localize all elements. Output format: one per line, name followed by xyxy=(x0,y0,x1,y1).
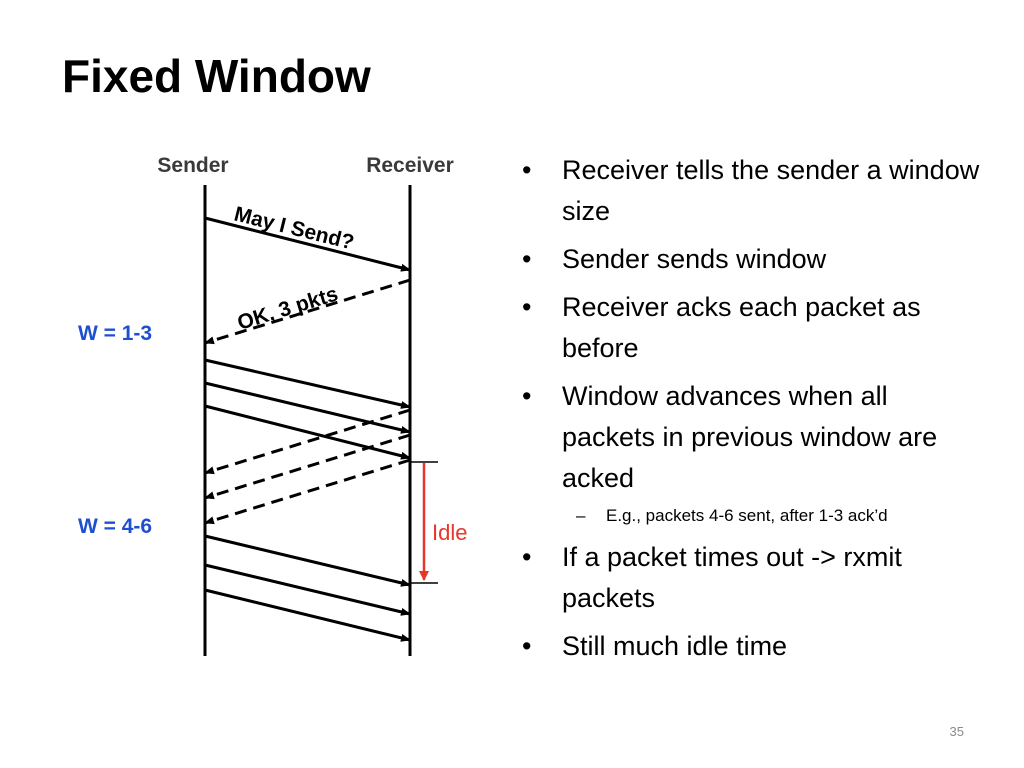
bullet-item: Receiver acks each packet as before xyxy=(520,287,980,369)
ack-1-arrow xyxy=(204,408,411,475)
bullet-item: Receiver tells the sender a window size xyxy=(520,150,980,232)
window-1-label: W = 1-3 xyxy=(78,322,152,345)
sender-label: Sender xyxy=(157,154,228,177)
slide-title: Fixed Window xyxy=(62,50,371,102)
receiver-label: Receiver xyxy=(366,154,454,177)
bullet-item: Sender sends window xyxy=(520,239,980,280)
page-number: 35 xyxy=(949,724,964,739)
grant-label: OK, 3 pkts xyxy=(235,282,341,334)
sub-bullet-item: E.g., packets 4-6 sent, after 1-3 ack’d xyxy=(520,504,980,528)
ack-3-arrow xyxy=(204,458,411,525)
window-2-label: W = 4-6 xyxy=(78,515,152,538)
packet-4-arrow xyxy=(204,534,411,587)
request-label: May I Send? xyxy=(232,203,356,255)
request-arrow xyxy=(204,216,411,272)
idle-label: Idle xyxy=(432,520,467,545)
bullet-item: Still much idle time xyxy=(520,626,980,667)
ack-2-arrow xyxy=(204,433,411,500)
sequence-diagram: Sender Receiver May I Send? OK, 3 pkts W… xyxy=(78,154,467,656)
grant-arrow xyxy=(204,278,411,345)
bullet-item: Window advances when all packets in prev… xyxy=(520,376,980,499)
packet-6-arrow xyxy=(204,588,411,642)
bullet-item: If a packet times out -> rxmit packets xyxy=(520,537,980,619)
packet-2-arrow xyxy=(204,381,411,434)
packet-5-arrow xyxy=(204,563,411,616)
bullet-list: Receiver tells the sender a window sizeS… xyxy=(520,150,980,674)
packet-1-arrow xyxy=(204,358,411,409)
packet-3-arrow xyxy=(204,404,411,460)
